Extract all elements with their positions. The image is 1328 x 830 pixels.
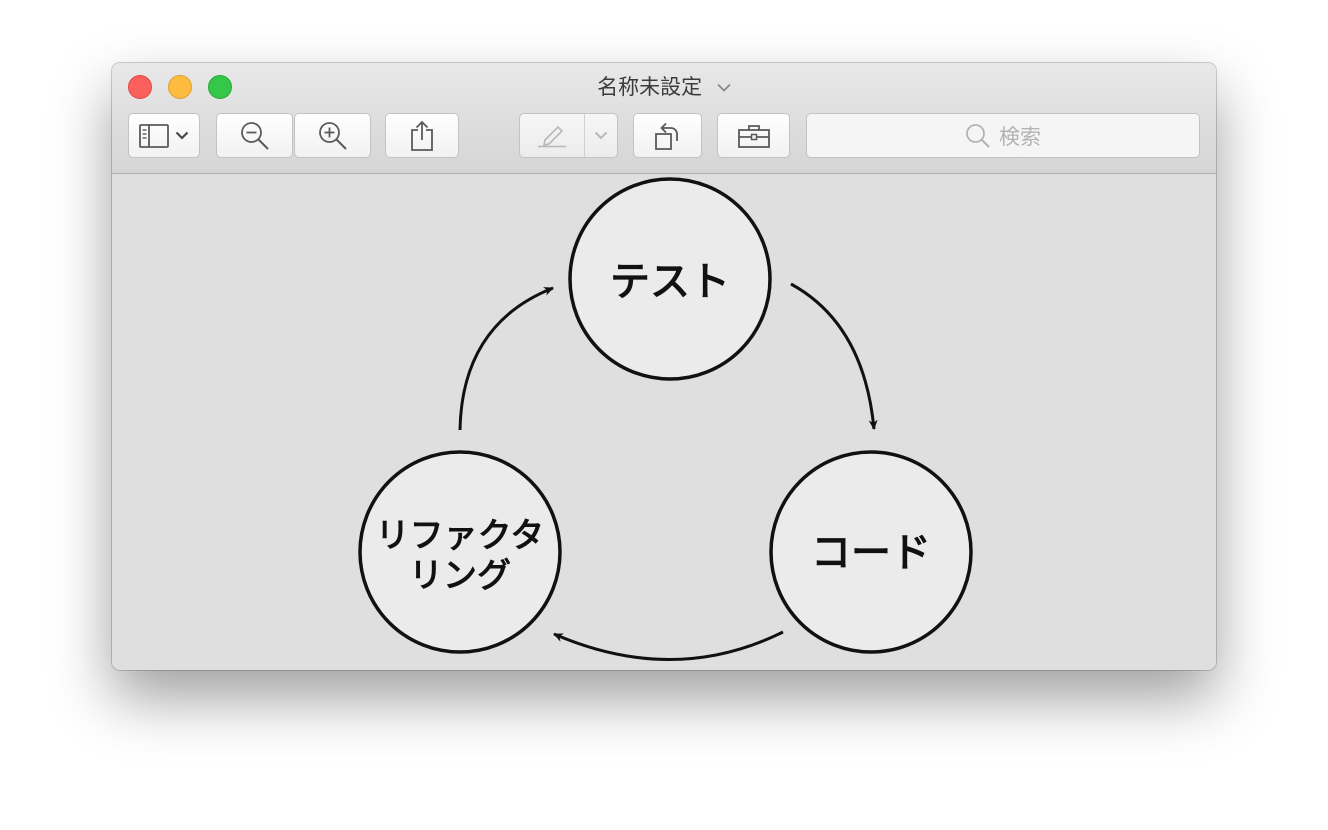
zoom-in-icon (318, 121, 347, 150)
window-title[interactable]: 名称未設定 (597, 75, 703, 99)
chevron-down-icon (594, 131, 608, 140)
node-refactoring-label-line1: リファクタ (376, 516, 545, 556)
node-test-label: テスト (610, 259, 730, 305)
toolbox-icon (737, 124, 770, 148)
tdd-cycle-diagram: テスト コード リファクタ リング (358, 177, 973, 661)
node-test-circle (568, 177, 772, 381)
node-refactoring-label-line2: リング (409, 556, 511, 596)
sidebar-icon (139, 123, 169, 148)
markup-button[interactable] (519, 113, 618, 158)
arrow-code-to-refactor (553, 630, 784, 661)
chevron-down-icon (175, 131, 189, 140)
node-code-label: コード (811, 530, 931, 576)
toolbox-button[interactable] (717, 113, 790, 158)
markup-main[interactable] (520, 114, 584, 157)
markup-dropdown[interactable] (585, 114, 617, 157)
sidebar-button[interactable] (128, 113, 200, 158)
arrow-test-to-code (790, 282, 878, 430)
search-icon (966, 123, 990, 148)
node-code: コード (769, 450, 973, 654)
zoom-button[interactable] (208, 75, 232, 99)
window-title-area: 名称未設定 (112, 73, 1216, 100)
node-refactoring-circle (358, 450, 562, 654)
rotate-button[interactable] (633, 113, 702, 158)
search-placeholder: 検索 (999, 124, 1041, 149)
node-test: テスト (568, 177, 772, 381)
markup-pen-icon (538, 125, 566, 147)
arrow-refactor-to-test (458, 286, 554, 431)
preview-window: 名称未設定 (112, 63, 1216, 670)
minimize-button[interactable] (168, 75, 192, 99)
share-button[interactable] (385, 113, 459, 158)
document-view[interactable]: テスト コード リファクタ リング (112, 174, 1216, 670)
zoom-out-icon (240, 121, 269, 150)
close-button[interactable] (128, 75, 152, 99)
markup-divider (584, 114, 585, 157)
rotate-icon (654, 122, 678, 150)
node-code-circle (769, 450, 973, 654)
chevron-down-icon[interactable] (717, 83, 731, 92)
zoom-out-button[interactable] (216, 113, 293, 158)
title-bar[interactable]: 名称未設定 (112, 63, 1216, 174)
node-refactoring: リファクタ リング (358, 450, 562, 654)
zoom-in-button[interactable] (294, 113, 371, 158)
share-icon (411, 120, 433, 151)
search-field[interactable]: 検索 (806, 113, 1200, 158)
